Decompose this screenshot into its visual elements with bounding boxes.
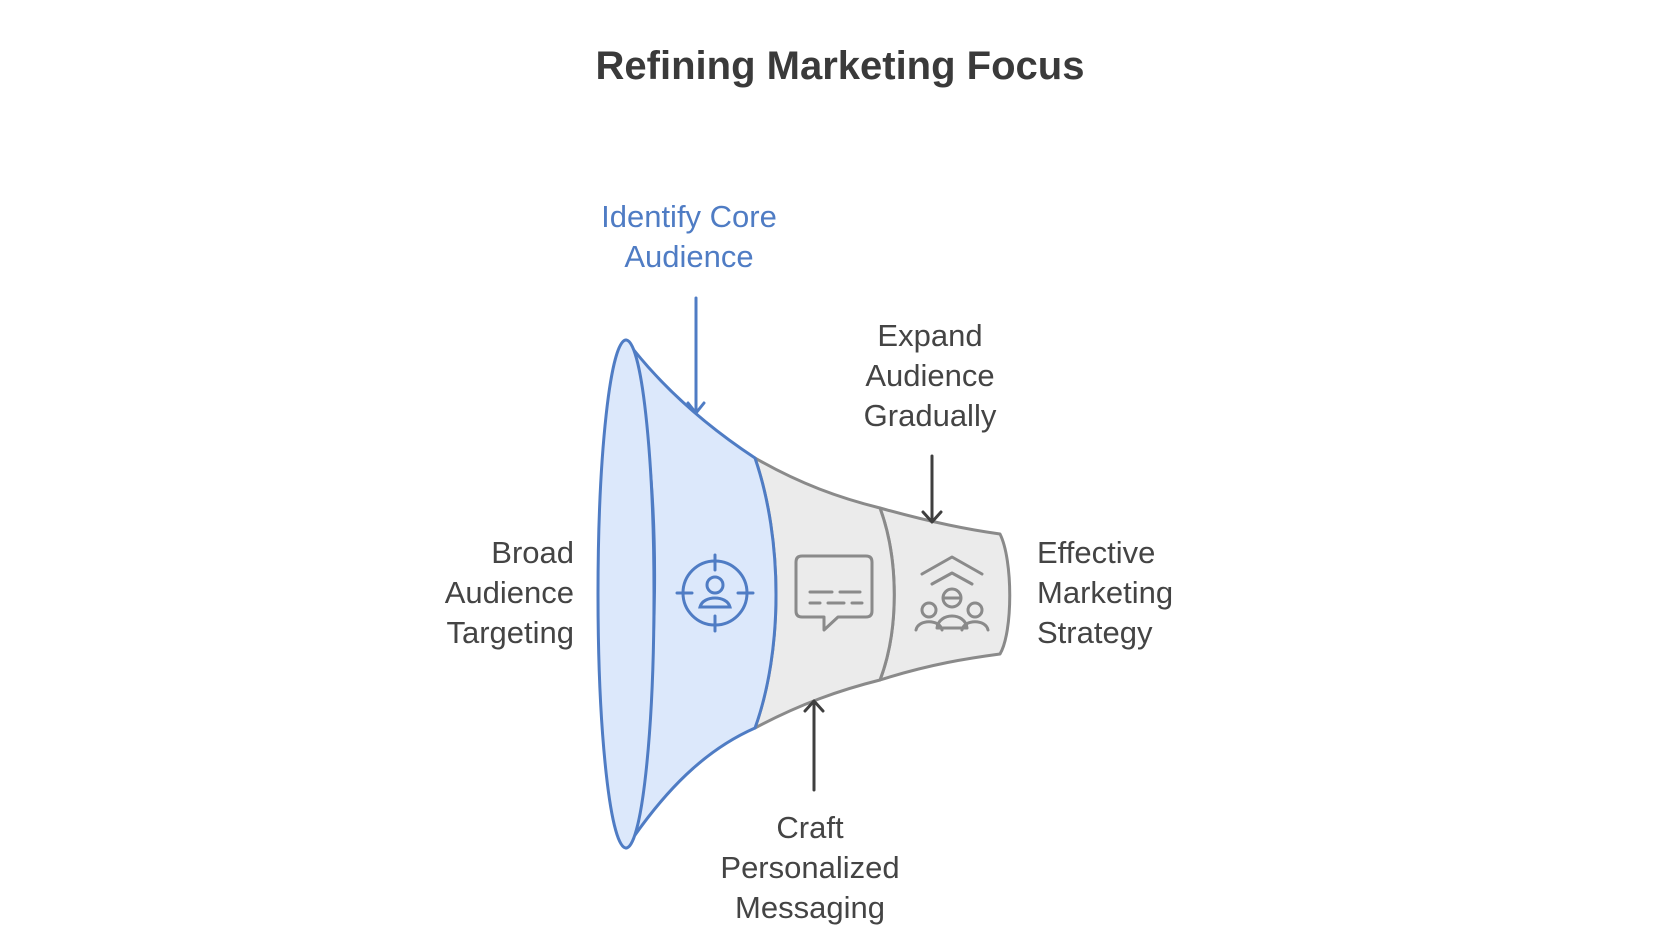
label-line: Expand: [877, 318, 983, 353]
label-craft-personalized-messaging: Craft Personalized Messaging: [660, 808, 960, 928]
label-line: Effective: [1037, 535, 1156, 570]
funnel-mouth: [596, 338, 656, 850]
label-line: Gradually: [863, 398, 997, 433]
label-line: Marketing: [1037, 575, 1174, 610]
label-identify-core-audience: Identify Core Audience: [539, 197, 839, 277]
diagram-title: Refining Marketing Focus: [595, 44, 1085, 88]
label-broad-audience-targeting: Broad Audience Targeting: [260, 533, 574, 653]
arrow-identify: [686, 296, 706, 415]
label-line: Personalized: [720, 850, 900, 885]
label-line: Messaging: [735, 890, 885, 925]
label-line: Audience: [624, 239, 754, 274]
label-line: Broad: [491, 535, 574, 570]
label-expand-audience-gradually: Expand Audience Gradually: [780, 316, 1080, 436]
label-line: Audience: [444, 575, 574, 610]
label-line: Audience: [865, 358, 995, 393]
arrow-craft: [803, 699, 825, 792]
speech-bubble-icon: [794, 554, 874, 632]
label-line: Strategy: [1037, 615, 1153, 650]
label-line: Targeting: [446, 615, 574, 650]
label-effective-marketing-strategy: Effective Marketing Strategy: [1037, 533, 1337, 653]
label-line: Craft: [776, 810, 844, 845]
label-line: Identify Core: [601, 199, 777, 234]
group-growth-icon: [914, 555, 990, 632]
arrow-expand: [921, 454, 943, 524]
target-person-icon: [675, 553, 755, 633]
